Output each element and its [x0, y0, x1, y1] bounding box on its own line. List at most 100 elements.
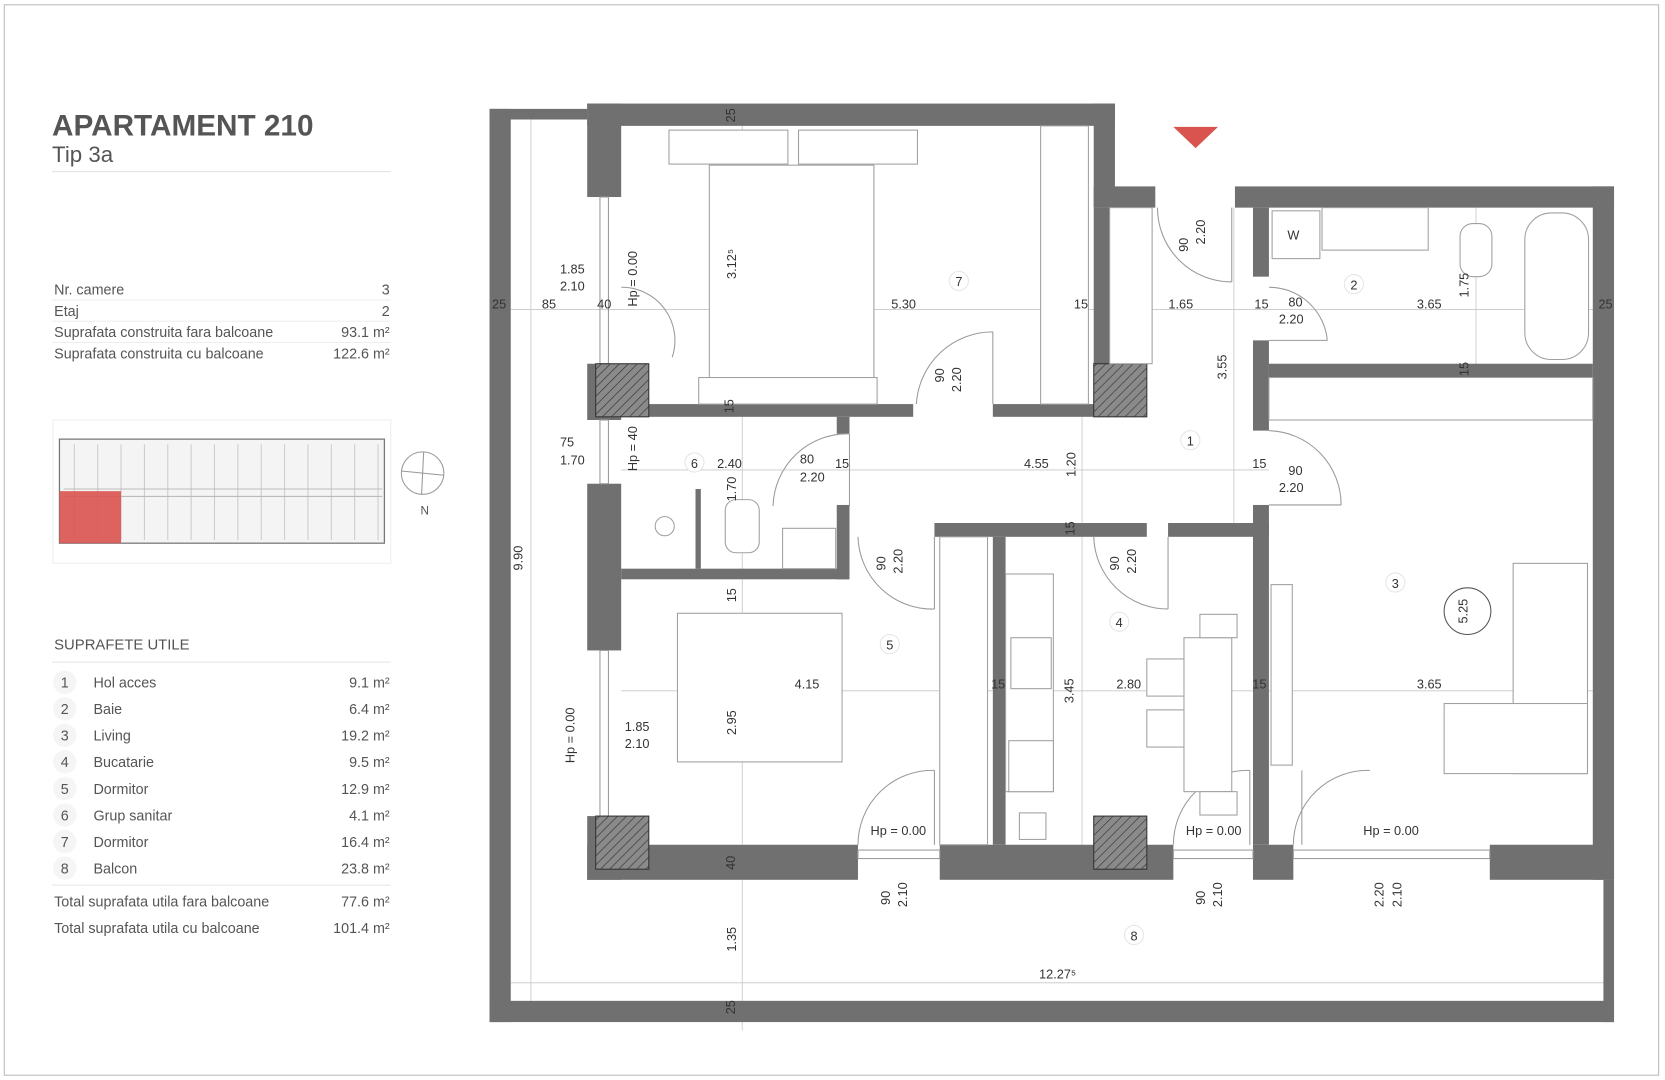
room-number: 1	[61, 676, 69, 692]
dimension-label: 75	[560, 435, 574, 450]
room-number-badge	[53, 776, 77, 801]
dimension-label: 1.85	[625, 719, 650, 734]
dimension-label: 90	[932, 368, 947, 382]
room-number-label: 7	[955, 274, 962, 289]
dimension-label: 1.70	[724, 477, 739, 502]
dimension-label: 2.10	[1210, 882, 1225, 907]
room-area: 4.1 m²	[349, 808, 390, 824]
room-name: Bucatarie	[93, 755, 154, 771]
dimension-label: 90	[878, 891, 893, 905]
dimension-label: 15	[1063, 521, 1078, 535]
dimension-label: 2.20	[1372, 882, 1387, 907]
room-name: Dormitor	[93, 782, 148, 798]
room-name: Hol acces	[93, 676, 156, 692]
dimension-label: 3.55	[1214, 355, 1229, 380]
dimension-label: 2.20	[800, 470, 825, 485]
dimension-label: 2.20	[1193, 220, 1208, 245]
dimension-label: 15	[835, 456, 849, 471]
dimension-label: 5.25	[1455, 599, 1470, 624]
room-number-badge	[53, 750, 77, 774]
dimension-label: 2.20	[1124, 549, 1139, 574]
dimension-label: 85	[542, 297, 556, 312]
room-number-badge	[53, 856, 77, 880]
info-value: 3	[382, 283, 390, 299]
room-number-badge	[53, 723, 77, 748]
dimension-label: 15	[724, 588, 739, 602]
room-number-badge	[53, 803, 77, 827]
key-plan: N	[52, 419, 445, 564]
dimension-label: Hp = 0.00	[871, 823, 927, 838]
areas-title: SUPRAFETE UTILE	[54, 637, 189, 653]
room-marker	[948, 270, 969, 291]
info-value: 93.1 m²	[341, 325, 390, 341]
dimension-label: 1.65	[1168, 297, 1193, 312]
dimension-label: 2.10	[560, 278, 585, 293]
dimension-label: 90	[1193, 891, 1208, 905]
dimension-label: 2.95	[724, 710, 739, 735]
room-marker	[1109, 611, 1130, 632]
dimension-label: Hp = 0.00	[562, 708, 577, 764]
height-marker	[1443, 587, 1492, 636]
room-number: 3	[61, 729, 69, 745]
room-number: 2	[61, 702, 69, 718]
dimension-label: 9.90	[510, 546, 525, 571]
dimension-label: 15	[1457, 362, 1472, 376]
dimension-label: 90	[1176, 238, 1191, 252]
dimension-label: 4.15	[795, 677, 820, 692]
room-name: Dormitor	[93, 835, 148, 851]
dimension-label: 80	[800, 452, 814, 467]
room-marker	[1343, 274, 1364, 295]
room-number: 4	[61, 755, 69, 771]
info-value: 122.6 m²	[333, 346, 390, 362]
dimension-label: 15	[991, 677, 1005, 692]
room-name: Living	[93, 729, 130, 745]
room-area: 12.9 m²	[341, 782, 390, 798]
room-name: Grup sanitar	[93, 808, 172, 824]
dimension-label: 4.55	[1024, 456, 1049, 471]
dimension-label: 3.12⁵	[724, 249, 739, 279]
dimension-label: 40	[723, 856, 738, 870]
dimension-label: 3.65	[1417, 677, 1442, 692]
room-area: 9.5 m²	[349, 755, 390, 771]
dimension-label: 2.20	[949, 367, 964, 392]
room-name: Baie	[93, 702, 122, 718]
dimension-label: 15	[1252, 677, 1266, 692]
compass-north-label: N	[421, 505, 429, 518]
room-number-label: 5	[886, 637, 893, 652]
total-value: 101.4 m²	[333, 921, 390, 937]
room-area: 23.8 m²	[341, 861, 390, 877]
dimension-label: 3.45	[1062, 678, 1077, 703]
total-label: Total suprafata utila fara balcoane	[54, 894, 269, 910]
dimension-label: 2.20	[1279, 311, 1304, 326]
dimension-label: 2.40	[717, 456, 742, 471]
info-value: 2	[382, 304, 390, 320]
dimension-label: 12.27⁵	[1039, 967, 1076, 982]
dimension-label: Hp = 40	[625, 426, 640, 471]
info-label: Suprafata construita cu balcoane	[54, 346, 264, 362]
dimension-label: 1.85	[560, 261, 585, 276]
dimension-label: 2.80	[1116, 677, 1141, 692]
room-number-label: 4	[1116, 615, 1123, 630]
dimension-label: 15	[1254, 297, 1268, 312]
room-area: 16.4 m²	[341, 835, 390, 851]
dimension-label: 1.20	[1064, 452, 1079, 477]
dimension-label: Hp = 0.00	[1186, 823, 1242, 838]
dimension-label: 25	[1598, 297, 1612, 312]
dimension-label: 1.70	[560, 453, 585, 468]
room-marker	[1123, 924, 1145, 946]
dimension-label: 25	[723, 1000, 738, 1014]
entrance-arrow-icon	[1173, 126, 1218, 149]
page-title: APARTAMENT 210	[52, 109, 313, 142]
dimension-label: 1.35	[724, 927, 739, 952]
dimension-label: 2.20	[891, 549, 906, 574]
room-number-label: 8	[1131, 928, 1138, 943]
room-number-label: 3	[1392, 576, 1399, 591]
room-marker	[684, 452, 705, 473]
dimension-label: 40	[597, 297, 611, 312]
room-number: 5	[61, 782, 69, 798]
